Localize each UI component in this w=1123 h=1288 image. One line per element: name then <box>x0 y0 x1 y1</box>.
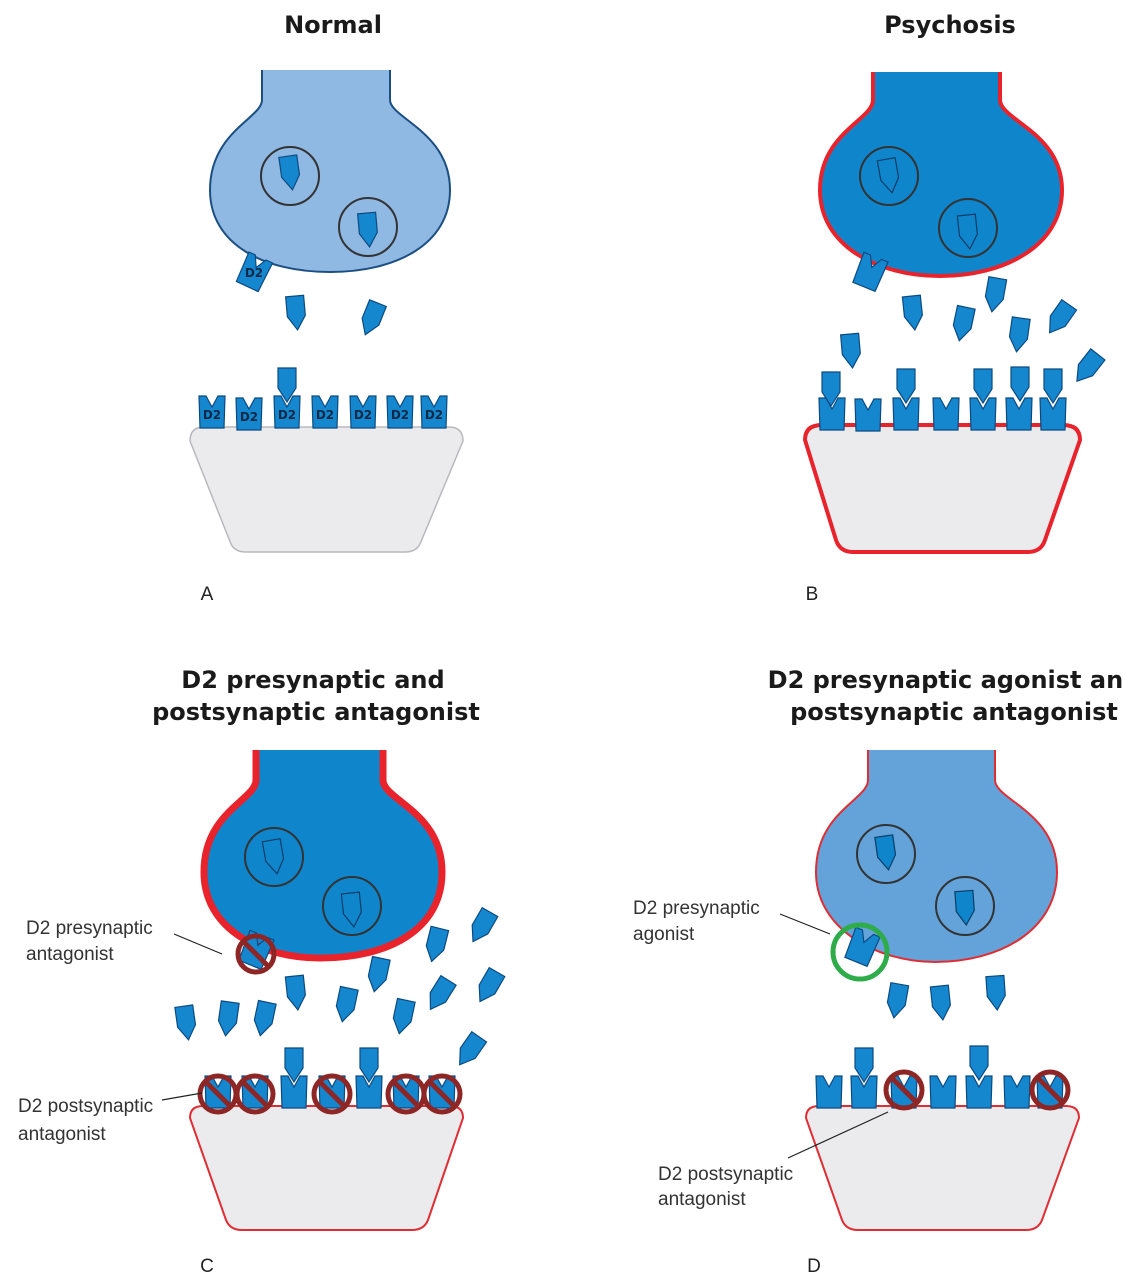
svg-text:D2: D2 <box>203 408 221 422</box>
panel-c-title-line-1: D2 presynaptic and <box>181 666 444 694</box>
panel-a: Normal D2 D2 D2 D2 D2 D2 D2 <box>189 11 464 605</box>
panel-c-letter: C <box>200 1256 214 1277</box>
postsynaptic-cell <box>188 1105 465 1231</box>
postsynaptic-d2-receptors <box>818 397 1067 432</box>
vesicle <box>856 824 916 884</box>
svg-text:D2: D2 <box>278 408 296 422</box>
panel-d-title-line-2: postsynaptic antagonist <box>790 698 1118 726</box>
vesicle <box>935 876 995 936</box>
vesicle <box>322 876 382 936</box>
dopamine-molecule <box>356 299 387 339</box>
svg-text:D2 postsynaptic: D2 postsynaptic <box>658 1164 793 1185</box>
panel-b: Psychosis B <box>802 11 1106 605</box>
dopamine-molecule <box>285 294 308 332</box>
svg-text:D2 presynaptic: D2 presynaptic <box>633 898 760 919</box>
svg-text:D2 presynaptic: D2 presynaptic <box>26 918 153 939</box>
receptor-labels: D2 D2 D2 D2 D2 D2 D2 <box>203 408 443 424</box>
svg-text:antagonist: antagonist <box>18 1124 106 1145</box>
postsynaptic-cell <box>804 1105 1081 1231</box>
svg-text:antagonist: antagonist <box>658 1189 746 1210</box>
svg-text:agonist: agonist <box>633 924 695 945</box>
panel-b-title: Psychosis <box>884 11 1016 39</box>
svg-text:D2 postsynaptic: D2 postsynaptic <box>18 1096 153 1117</box>
svg-text:D2: D2 <box>354 408 372 422</box>
postsynaptic-cell <box>189 426 464 553</box>
panel-d: D2 presynaptic agonist and postsynaptic … <box>633 666 1123 1277</box>
vesicle <box>859 146 919 206</box>
vesicle <box>338 197 398 257</box>
presynaptic-terminal <box>817 72 1065 279</box>
vesicle <box>260 146 320 206</box>
dopamine-molecules <box>884 974 1007 1022</box>
panel-d-letter: D <box>807 1256 821 1277</box>
svg-text:D2: D2 <box>425 408 443 422</box>
svg-text:D2: D2 <box>316 408 334 422</box>
postsynaptic-d2-receptors <box>815 1075 1064 1109</box>
vesicle <box>938 198 998 258</box>
svg-text:D2: D2 <box>240 410 258 424</box>
presynaptic-terminal <box>814 750 1059 964</box>
panel-c: D2 presynaptic and postsynaptic antagoni… <box>18 666 506 1277</box>
presynaptic-terminal <box>208 70 452 274</box>
postsynaptic-antagonist-callout: D2 postsynaptic antagonist <box>658 1111 889 1210</box>
agonist-symbol <box>830 922 890 982</box>
panel-b-letter: B <box>806 584 819 605</box>
vesicle <box>244 827 304 887</box>
dopamine-molecules <box>840 276 1106 388</box>
presynaptic-terminal <box>200 750 446 962</box>
postsynaptic-antagonist-callout: D2 postsynaptic antagonist <box>18 1092 203 1145</box>
panel-c-title-line-2: postsynaptic antagonist <box>152 698 480 726</box>
presynaptic-agonist-callout: D2 presynaptic agonist <box>633 898 831 945</box>
postsynaptic-cell <box>802 423 1083 554</box>
svg-text:D2: D2 <box>391 408 409 422</box>
presynaptic-antagonist-callout: D2 presynaptic antagonist <box>26 918 223 965</box>
panel-a-letter: A <box>201 584 214 605</box>
panel-d-title-line-1: D2 presynaptic agonist and <box>768 666 1123 694</box>
receptor-label: D2 <box>245 266 263 280</box>
svg-text:antagonist: antagonist <box>26 944 114 965</box>
panel-a-title: Normal <box>284 11 382 39</box>
